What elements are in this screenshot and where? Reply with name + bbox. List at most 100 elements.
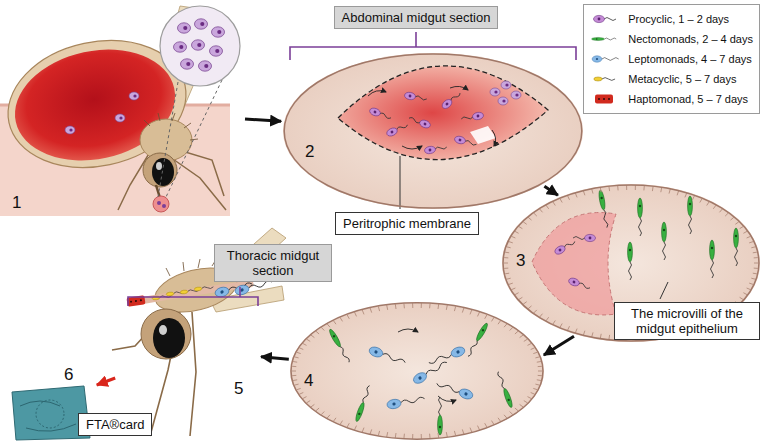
midgut-leptomonad-stage (290, 185, 758, 439)
midgut-leptomonad-stage (292, 375, 296, 376)
midgut-leptomonad-stage (512, 288, 516, 290)
midgut-leptomonad-stage (454, 431, 455, 436)
midgut-abdominal (461, 111, 484, 122)
midgut-leptomonad-stage (740, 227, 744, 229)
legend-swatch (590, 72, 624, 86)
fta-card (20, 401, 76, 431)
midgut-leptomonad-stage (340, 317, 343, 321)
midgut-leptomonad-stage (462, 308, 464, 313)
section-label: Abdominal midgut section (334, 6, 499, 29)
midgut-leptomonad-stage (395, 304, 397, 309)
callout-box: The microvilli of the midgut epithelium (614, 302, 760, 340)
midgut-leptomonad-stage (540, 209, 543, 212)
midgut-leptomonad-stage (290, 303, 544, 439)
midgut-leptomonad-stage (327, 324, 330, 327)
oval-outline (284, 54, 582, 208)
midgut-leptomonad-stage (303, 343, 307, 345)
panel-region: 5 (118, 300, 258, 400)
midgut-leptomonad-stage (466, 322, 489, 357)
midgut-nectomonad-stage (710, 240, 715, 278)
midgut-leptomonad-stage (509, 242, 513, 243)
section-bracket (128, 297, 258, 306)
midgut-leptomonad-stage (387, 432, 388, 437)
midgut-leptomonad-stage (295, 357, 299, 358)
midgut-leptomonad-stage (592, 332, 593, 337)
callout-box: Peritrophic membrane (335, 212, 479, 235)
midgut-leptomonad-stage (299, 348, 303, 350)
sandfly-feeding (115, 114, 125, 122)
midgut-leptomonad-stage (537, 379, 541, 381)
midgut-leptomonad-stage (438, 397, 443, 435)
midgut-leptomonad-stage (583, 191, 585, 195)
midgut-leptomonad-stage (355, 426, 357, 430)
midgut-nectomonad-stage (734, 228, 739, 266)
midgut-leptomonad-stage (311, 404, 315, 407)
flow-arrow (544, 186, 558, 195)
midgut-leptomonad-stage (299, 393, 303, 395)
midgut-leptomonad-stage (754, 263, 758, 264)
midgut-leptomonad-stage (693, 196, 695, 200)
midgut-leptomonad-stage (328, 328, 351, 363)
midgut-leptomonad-stage (438, 396, 456, 401)
sandfly-feeding (162, 204, 166, 208)
midgut-abdominal (368, 86, 496, 149)
midgut-leptomonad-stage (538, 366, 542, 367)
midgut-leptomonad-stage (731, 217, 734, 220)
midgut-leptomonad-stage (398, 329, 456, 401)
midgut-leptomonad-stage (378, 306, 379, 311)
fta-card (36, 400, 64, 428)
midgut-leptomonad-stage (523, 302, 527, 305)
midgut-leptomonad-stage (583, 331, 585, 335)
midgut-leptomonad-stage (403, 434, 405, 439)
midgut-leptomonad-stage (504, 268, 508, 269)
legend-text: Leptomonads, 4 – 7 days (628, 52, 752, 66)
midgut-leptomonad-stage (546, 205, 549, 209)
midgut-leptomonad-stage (412, 303, 413, 308)
midgut-leptomonad-stage (485, 315, 487, 319)
midgut-leptomonad-stage (386, 394, 425, 410)
midgut-leptomonad-stage (560, 199, 562, 203)
legend-text: Procyclic, 1 – 2 days (628, 12, 729, 26)
midgut-leptomonad-stage (515, 331, 518, 334)
midgut-leptomonad-stage (600, 334, 602, 339)
midgut-leptomonad-stage (540, 314, 543, 317)
midgut-nectomonad-stage (660, 282, 668, 299)
midgut-abdominal (283, 53, 583, 209)
midgut-leptomonad-stage (600, 188, 602, 193)
midgut-leptomonad-stage (504, 263, 508, 264)
midgut-leptomonad-stage (626, 185, 627, 190)
midgut-leptomonad-stage (749, 242, 753, 243)
callout-number: 3 (516, 252, 525, 270)
midgut-leptomonad-stage (438, 433, 440, 438)
midgut-leptomonad-stage (713, 205, 716, 209)
legend-row: Metacyclic, 5 – 7 days (590, 69, 753, 89)
sandfly-thorax (159, 325, 167, 335)
legend-row: Procyclic, 1 – 2 days (590, 9, 753, 29)
panel-region: 1 (0, 0, 242, 222)
flow-arrow (245, 119, 281, 121)
midgut-leptomonad-stage (528, 306, 531, 309)
callout-text: FTA®card (86, 417, 144, 432)
midgut-leptomonad-stage (303, 397, 307, 399)
midgut-leptomonad-stage (292, 366, 296, 367)
midgut-abdominal (338, 66, 548, 160)
midgut-leptomonad-stage (515, 408, 518, 411)
midgut-abdominal (400, 156, 401, 209)
midgut-leptomonad-stage (523, 222, 527, 225)
midgut-leptomonad-stage (534, 213, 537, 216)
midgut-leptomonad-stage (519, 297, 523, 299)
midgut-leptomonad-stage (685, 193, 687, 197)
midgut-leptomonad-stage (412, 434, 413, 439)
midgut-nectomonad-stage (598, 190, 609, 228)
midgut-leptomonad-stage (735, 222, 739, 225)
midgut-abdominal (369, 107, 393, 121)
midgut-leptomonad-stage (327, 415, 330, 418)
midgut-leptomonad-stage (478, 426, 480, 430)
midgut-leptomonad-stage (519, 227, 523, 229)
midgut-leptomonad-stage (505, 273, 509, 275)
section-label-text: Abdominal midgut section (342, 10, 491, 25)
midgut-leptomonad-stage (297, 388, 301, 389)
midgut-leptomonad-stage (421, 303, 422, 308)
midgut-leptomonad-stage (512, 236, 516, 238)
midgut-abdominal (404, 91, 427, 102)
